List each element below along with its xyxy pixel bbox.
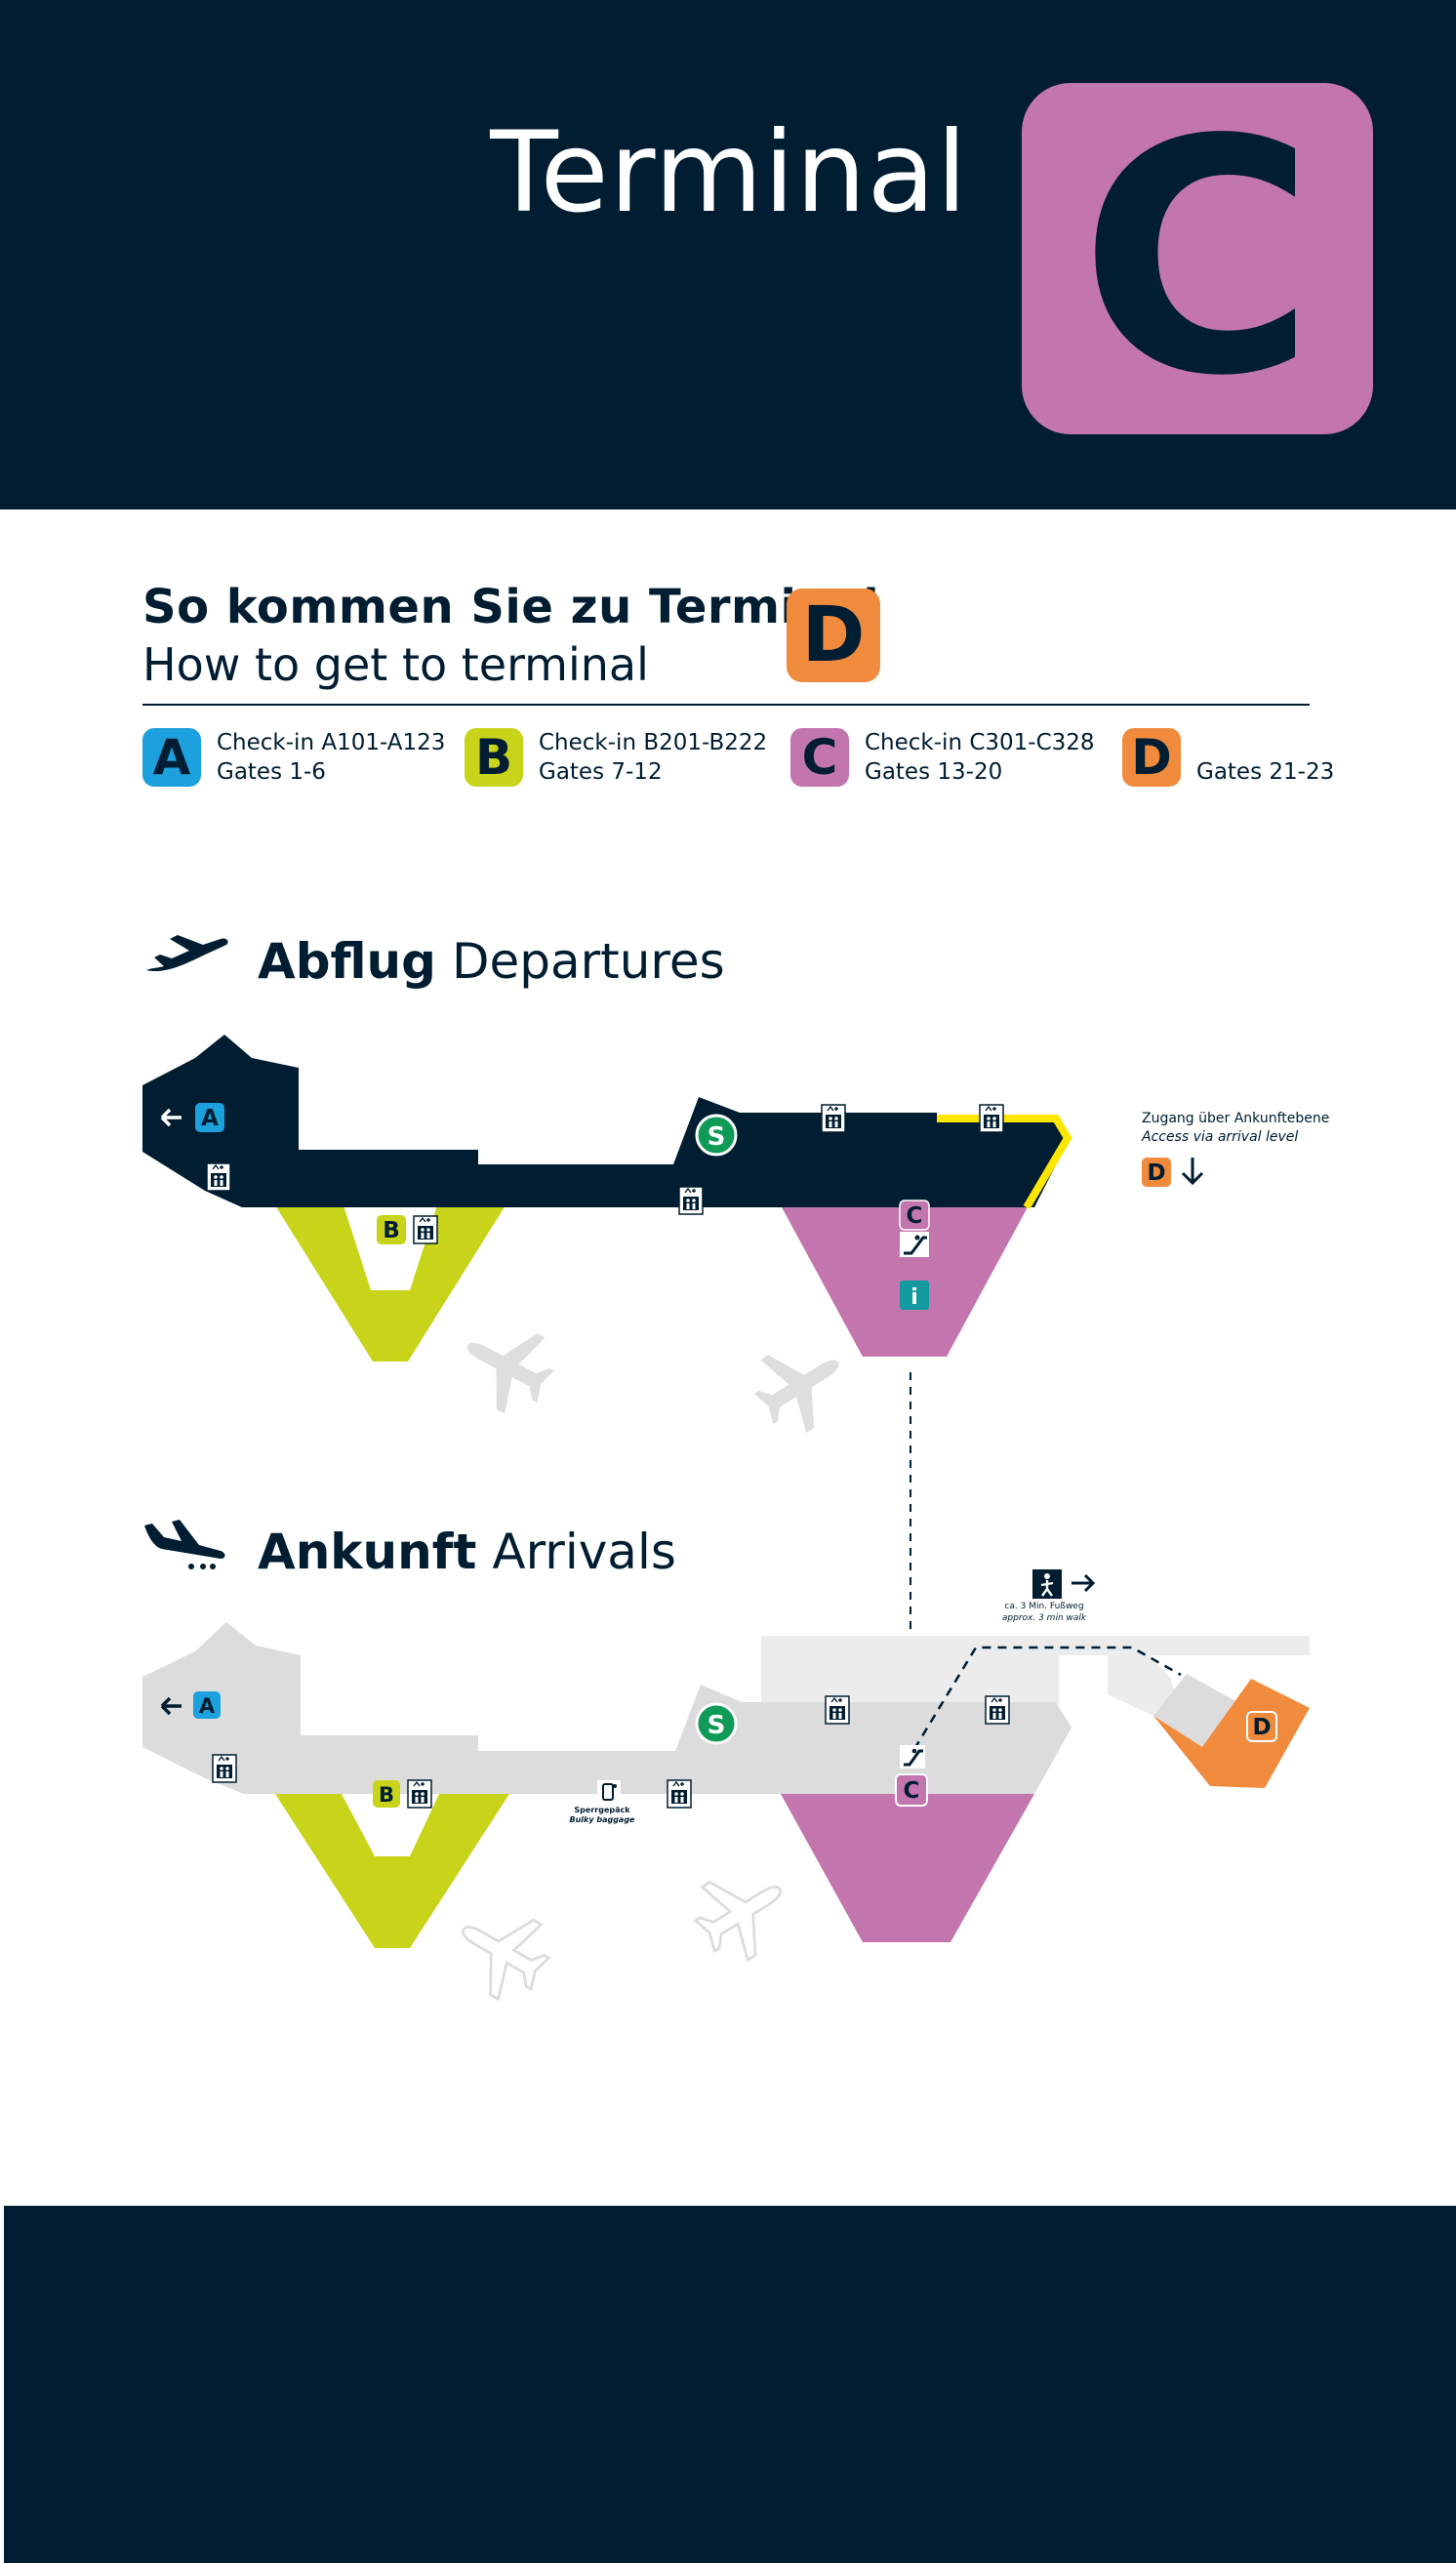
divider	[142, 704, 1310, 706]
arrow-right-icon	[1072, 1573, 1096, 1593]
legend-text-a: Check-in A101-A123 Gates 1-6	[217, 728, 446, 787]
elevator-icon	[206, 1162, 231, 1192]
legend-badge-c: C	[790, 728, 849, 787]
terminal-d-access-label: D	[1147, 1160, 1165, 1186]
plane-silhouette-icon	[447, 1307, 566, 1425]
walking-route	[912, 1646, 1182, 1750]
s-bahn-arrivals-label: S	[708, 1711, 726, 1740]
bulky-note-de: Sperrgepäck	[574, 1806, 630, 1814]
gate-c-marker-arrivals	[895, 1773, 928, 1807]
access-note-de: Zugang über Ankunftebene	[1142, 1111, 1330, 1126]
s-bahn-icon	[695, 1114, 738, 1157]
terminal-d-access-badge	[1142, 1158, 1171, 1187]
gate-c-marker-label: C	[907, 1203, 923, 1229]
legend-b-gates: Gates 7-12	[539, 759, 663, 785]
elevator-icon	[979, 1104, 1004, 1133]
legend-badge-a: A	[142, 728, 201, 787]
arrow-down-icon	[1181, 1158, 1204, 1186]
legend-d-gates: Gates 21-23	[1196, 759, 1335, 785]
legend-text-b: Check-in B201-B222 Gates 7-12	[539, 728, 768, 787]
howto-title-de: So kommen Sie zu Terminal	[142, 580, 880, 634]
s-bahn-label: S	[708, 1122, 726, 1152]
info-icon	[900, 1281, 929, 1310]
header-banner: Terminal C	[0, 0, 1456, 509]
elevator-icon	[407, 1779, 432, 1809]
departures-title-de: Abflug	[258, 933, 436, 990]
terminal-d-marker	[1246, 1711, 1277, 1742]
elevator-icon	[821, 1104, 846, 1133]
terminal-map: A B S C i D	[142, 1035, 1310, 2013]
arrow-left-icon	[160, 1696, 182, 1716]
gate-a-marker-label: A	[201, 1106, 219, 1131]
departures-label: Abflug Departures	[258, 927, 725, 996]
elevator-icon	[212, 1754, 237, 1783]
legend-text-d: Gates 21-23	[1196, 728, 1421, 787]
walkway-arrivals	[761, 1636, 1310, 1655]
elevator-icon	[678, 1186, 704, 1215]
legend-text-c: Check-in C301-C328 Gates 13-20	[865, 728, 1095, 787]
elevator-icon	[825, 1695, 850, 1725]
departures-title-en: Departures	[451, 933, 725, 990]
bulky-note-en: Bulky baggage	[569, 1815, 635, 1824]
elevator-icon	[985, 1695, 1010, 1725]
pier-b-arrivals	[275, 1794, 509, 1948]
bulky-baggage-note: Sperrgepäck Bulky baggage	[563, 1806, 641, 1825]
info-label: i	[910, 1285, 918, 1310]
gate-a-marker	[195, 1103, 224, 1132]
gate-b-marker-label: B	[383, 1218, 400, 1243]
access-note: Zugang über Ankunftebene Access via arri…	[1142, 1110, 1329, 1147]
arrivals-map: D A B S	[142, 1569, 1310, 2013]
plane-silhouette-icon	[680, 1851, 804, 1974]
walk-note: ca. 3 Min. Fußweg approx. 3 min walk	[995, 1601, 1093, 1624]
arrow-left-icon	[160, 1108, 182, 1127]
legend-badge-b: B	[465, 728, 523, 787]
gate-a-marker-arrivals-label: A	[199, 1694, 216, 1718]
arrivals-title-en: Arrivals	[492, 1524, 676, 1580]
access-note-en: Access via arrival level	[1142, 1129, 1299, 1145]
bulky-baggage-icon	[597, 1780, 621, 1806]
elevator-icon	[413, 1215, 438, 1244]
legend-b-checkin: Check-in B201-B222	[539, 730, 768, 755]
legend-c-gates: Gates 13-20	[865, 759, 1003, 785]
escalator-icon	[900, 1232, 929, 1257]
gate-b-marker-arrivals	[373, 1780, 400, 1808]
gate-c-marker	[899, 1200, 930, 1231]
plane-silhouette-icon	[440, 1891, 563, 2013]
terminal-d-building	[1153, 1679, 1310, 1788]
departures-map: A B S C i D	[142, 1035, 1204, 1767]
hall-arrivals	[142, 1622, 1072, 1794]
terminal-c-badge: C	[1022, 83, 1373, 434]
elevator-icon	[667, 1779, 692, 1809]
terminal-d-marker-label: D	[1252, 1715, 1271, 1740]
legend-badge-d: D	[1122, 728, 1181, 787]
pier-c-arrivals	[781, 1794, 1034, 1942]
howto-heading: So kommen Sie zu Terminal How to get to …	[142, 578, 879, 693]
hall-departures	[142, 1035, 1070, 1207]
gate-c-marker-arrivals-label: C	[904, 1778, 920, 1804]
gate-b-marker	[377, 1215, 406, 1244]
legend-a-checkin: Check-in A101-A123	[217, 730, 446, 755]
gate-b-marker-arrivals-label: B	[379, 1783, 394, 1807]
escalator-icon	[900, 1745, 925, 1769]
s-bahn-icon	[695, 1702, 738, 1745]
legend-a-gates: Gates 1-6	[217, 759, 326, 785]
plane-silhouette-icon	[741, 1325, 862, 1445]
howto-title-en: How to get to terminal	[142, 638, 649, 691]
terminal-d-badge: D	[787, 589, 880, 682]
arrivals-label: Ankunft Arrivals	[258, 1518, 676, 1586]
footer-band	[4, 2206, 1456, 2563]
plane-takeoff-icon	[146, 935, 228, 972]
gate-a-marker-arrivals	[193, 1691, 221, 1719]
walk-note-en: approx. 3 min walk	[1001, 1613, 1087, 1623]
header-title: Terminal	[490, 107, 968, 237]
walk-note-de: ca. 3 Min. Fußweg	[1004, 1602, 1084, 1611]
arrivals-title-de: Ankunft	[258, 1524, 477, 1580]
legend-c-checkin: Check-in C301-C328	[865, 730, 1095, 755]
plane-landing-icon	[144, 1520, 225, 1569]
